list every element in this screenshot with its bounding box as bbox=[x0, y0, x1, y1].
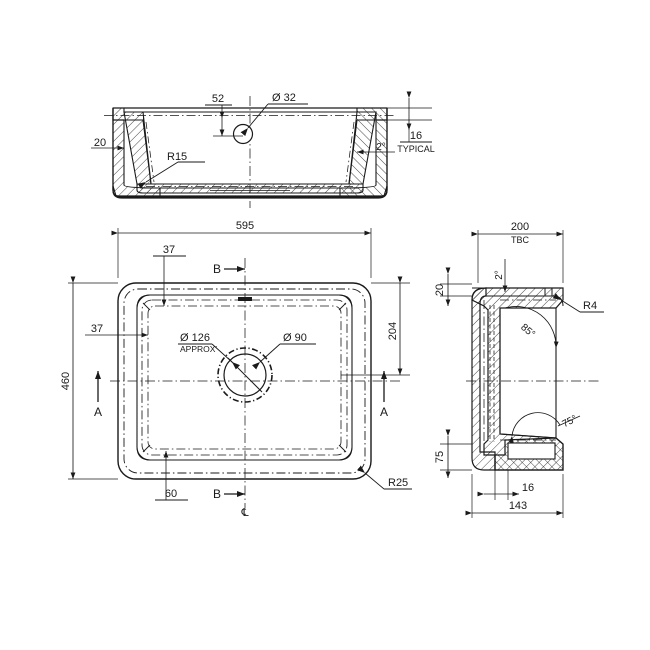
plan-corner-fillets bbox=[136, 294, 353, 461]
dim-overall-height-label: 143 bbox=[509, 500, 527, 512]
dim-top-width-note: TBC bbox=[511, 235, 530, 245]
dim-waste-outer-note: APPROX' bbox=[180, 344, 217, 354]
plan-bowl-inner bbox=[141, 299, 348, 456]
dim-corner-radius: R25 bbox=[356, 465, 412, 490]
section-bb-left-shell bbox=[471, 287, 496, 471]
dim-rim-thickness: 16 TYPICAL bbox=[387, 91, 435, 154]
dim-rim-width-top-label: 37 bbox=[163, 244, 175, 256]
dim-tap-offset: 52 bbox=[205, 93, 243, 137]
dim-rim-thickness-label: 16 bbox=[410, 130, 422, 142]
dim-tap-offset-label: 52 bbox=[212, 93, 224, 105]
dim-rim-width-left: 37 bbox=[85, 323, 148, 338]
dim-overall-width-label: 595 bbox=[236, 220, 254, 232]
dim-rim-offset-right: 204 bbox=[341, 276, 410, 376]
waste-inner-circle bbox=[223, 353, 267, 397]
plan-centerlines bbox=[110, 258, 400, 508]
section-marker-b-bottom: B bbox=[213, 487, 245, 501]
plan-bowl-base bbox=[147, 305, 342, 450]
dim-rim-offset-right-label: 204 bbox=[387, 322, 399, 340]
plan-centerline-symbol: ℄ bbox=[240, 507, 248, 519]
dim-rim-width-top: 37 bbox=[153, 244, 186, 306]
dim-waste-outer-label: Ø 126 bbox=[180, 332, 210, 344]
dim-rim-radius: R4 bbox=[552, 293, 604, 313]
dim-draft-angle-bb: 2° bbox=[494, 259, 508, 292]
dim-draft-angle-bb-label: 2° bbox=[494, 270, 505, 280]
dim-foot-offset: 16 bbox=[477, 470, 534, 500]
dim-draft-angle-aa: 2° bbox=[357, 142, 395, 155]
dim-overall-depth-label: 460 bbox=[60, 372, 72, 390]
section-aa-group: 52 Ø 32 20 R15 16 TYPICAL bbox=[91, 91, 435, 208]
dim-foot-height: 75 bbox=[434, 429, 472, 478]
waste-outer-circle bbox=[217, 347, 273, 403]
dim-foot-height-label: 75 bbox=[434, 451, 446, 463]
tap-hole-circle bbox=[232, 123, 254, 145]
section-marker-b-top: B bbox=[213, 262, 245, 276]
plan-inner-offset bbox=[123, 288, 366, 474]
dim-rim-offset-bottom-label: 60 bbox=[165, 488, 177, 500]
section-aa-centerlines bbox=[104, 96, 396, 208]
dim-bottom-radius: R15 bbox=[137, 151, 205, 189]
dim-bottom-radius-label: R15 bbox=[167, 151, 187, 163]
dim-top-width-label: 200 bbox=[511, 221, 529, 233]
dim-wall-thickness-label: 20 bbox=[94, 137, 106, 149]
dim-waste-outer: Ø 126 APPROX' bbox=[178, 332, 240, 370]
dim-waste-inner-label: Ø 90 bbox=[283, 332, 307, 344]
section-bb-hidden bbox=[483, 300, 495, 452]
dim-overall-height: 143 bbox=[465, 474, 564, 518]
section-bb-group: 200 TBC 20 2° R4 85° bbox=[434, 221, 604, 518]
section-marker-a-left: A bbox=[94, 371, 102, 419]
section-marker-a-right-label: A bbox=[380, 405, 388, 419]
dim-corner-radius-label: R25 bbox=[388, 477, 408, 489]
dim-waste-inner: Ø 90 bbox=[252, 332, 316, 370]
dim-rim-drop-label: 20 bbox=[434, 284, 446, 296]
dim-overall-depth: 460 bbox=[60, 276, 118, 480]
dim-top-width: 200 TBC bbox=[471, 221, 564, 283]
dim-tap-hole-dia: Ø 32 bbox=[240, 92, 308, 137]
dim-overall-width: 595 bbox=[111, 220, 372, 278]
section-marker-a-left-label: A bbox=[94, 405, 102, 419]
dim-rim-offset-bottom: 60 bbox=[155, 451, 188, 501]
dim-wall-thickness: 20 bbox=[91, 130, 124, 160]
section-marker-b-bottom-label: B bbox=[213, 487, 221, 501]
section-marker-b-top-label: B bbox=[213, 262, 221, 276]
dim-rim-drop: 20 bbox=[434, 267, 472, 306]
section-marker-a-right: A bbox=[380, 371, 388, 419]
plan-view-group: Ø 126 APPROX' Ø 90 595 460 37 bbox=[60, 220, 412, 519]
plan-bowl-opening bbox=[136, 294, 353, 461]
dim-draft-angle-aa-label: 2° bbox=[376, 142, 386, 153]
dim-rim-thickness-note: TYPICAL bbox=[397, 144, 435, 154]
dim-tap-hole-dia-label: Ø 32 bbox=[272, 92, 296, 104]
dim-rim-radius-label: R4 bbox=[583, 300, 597, 312]
dim-foot-offset-label: 16 bbox=[522, 482, 534, 494]
dim-rim-width-left-label: 37 bbox=[91, 323, 103, 335]
section-bb-foot-void bbox=[507, 442, 556, 460]
